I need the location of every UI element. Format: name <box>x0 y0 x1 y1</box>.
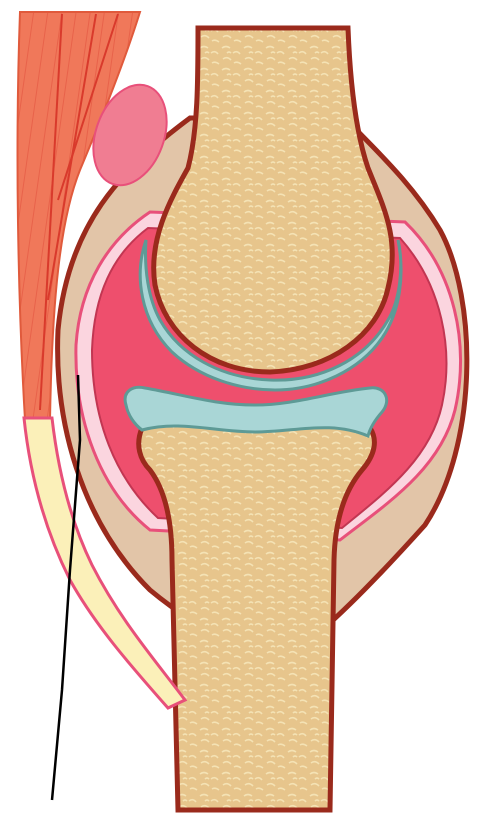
joint-diagram <box>0 0 485 813</box>
